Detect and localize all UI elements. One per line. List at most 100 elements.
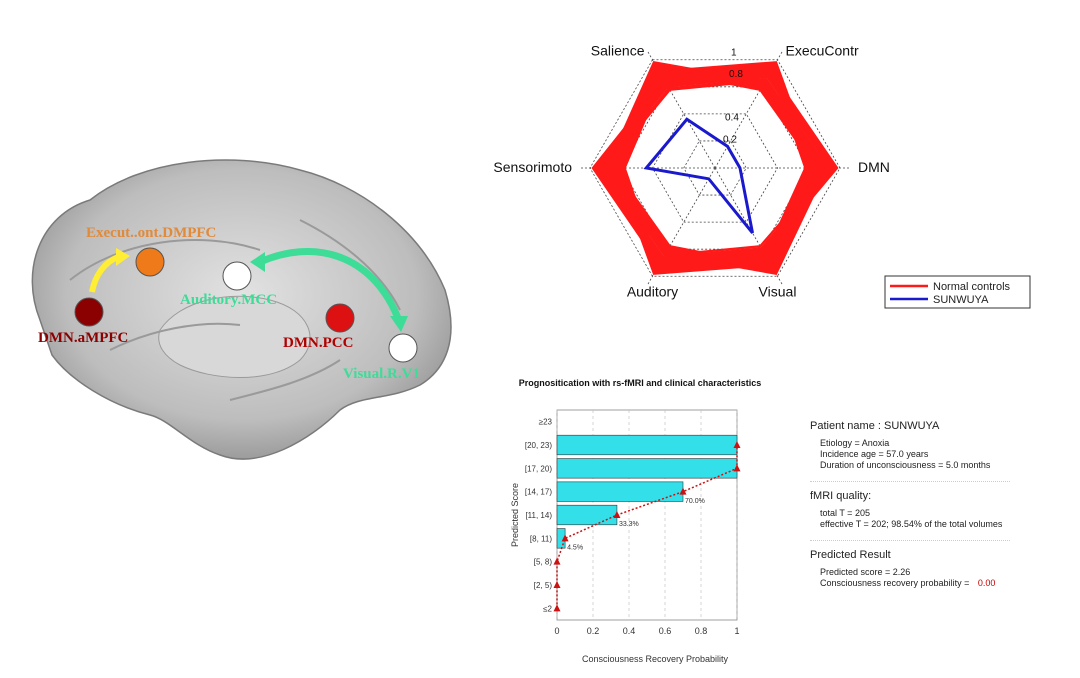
- predicted-score: Predicted score = 2.26: [820, 567, 911, 577]
- recovery-probability: Consciousness recovery probability = 0.0…: [820, 578, 1020, 589]
- divider: [810, 481, 1010, 482]
- radar-radial-tick: 0.4: [725, 113, 739, 124]
- brain-figure: [31, 159, 452, 460]
- radar-legend: Normal controls SUNWUYA: [884, 275, 1031, 309]
- radar-normal-control-line: [618, 63, 814, 272]
- bar-x-tick-label: 0: [554, 626, 559, 636]
- bar-data-label: 70.0%: [685, 498, 705, 505]
- bar-bars: 4.5% 33.3% 70.0%: [556, 434, 738, 552]
- probability-marker: [553, 557, 561, 565]
- bar-x-tick-label: 0.6: [659, 626, 672, 636]
- probability-marker: [561, 534, 569, 542]
- bar-y-tick-label: [8, 11): [530, 534, 552, 543]
- bar-y-tick-label: [5, 8): [534, 558, 553, 567]
- legend-normal-label: Normal controls: [933, 281, 1011, 293]
- radar-grid-ring: [683, 140, 747, 196]
- sulcus-line: [69, 239, 261, 281]
- radar-normal-control-line: [591, 68, 807, 266]
- effective-t: effective T = 202; 98.54% of the total v…: [820, 519, 1003, 529]
- probability-marker: [733, 441, 741, 448]
- bar-y-tick-labels: ≤2 [2, 5) [5, 8) [8, 11) [11, 14) [14, 17) [17…: [525, 418, 553, 614]
- node-auditory-mcc: [222, 261, 252, 291]
- bar-data-label: 33.3%: [619, 521, 639, 528]
- bar-x-tick-label: 1: [734, 626, 739, 636]
- label-executive-dmpfc: Execut..ont.DMPFC: [86, 225, 217, 241]
- node-executive-dmpfc: [135, 247, 165, 277]
- radar-axis-label: Salience: [591, 43, 645, 59]
- bar-y-tick-label: ≤2: [543, 604, 552, 613]
- bar-x-axis-label: Consciousness Recovery Probability: [582, 654, 729, 664]
- radar-normal-control-line: [615, 69, 817, 275]
- radar-axis-label: ExecuContr: [786, 43, 859, 59]
- radar-axis-label: Sensorimoto: [493, 159, 572, 175]
- bar-y-tick-label: ≥23: [539, 418, 553, 427]
- radar-normal-control-line: [594, 71, 837, 263]
- recovery-probability-value: 0.00: [977, 578, 996, 588]
- sulcus-line: [109, 322, 241, 351]
- bar-chart-title: Prognositication with rs-fMRI and clinic…: [519, 378, 762, 388]
- bar-y-axis-label: Predicted Score: [510, 483, 520, 547]
- probability-marker: [553, 581, 561, 588]
- bar-x-tick-label: 0.4: [623, 626, 636, 636]
- sulcus-line: [229, 359, 341, 401]
- radar-radial-tick: 1: [731, 47, 737, 58]
- label-auditory-mcc: Auditory.MCC: [180, 292, 278, 308]
- label-visual-rv1: Visual.R.V1: [343, 366, 420, 382]
- fmri-quality-title: fMRI quality:: [810, 490, 872, 502]
- radar-normal-control-line: [608, 63, 823, 271]
- node-dmn-pcc: [325, 303, 355, 333]
- bar-probability-line: [553, 441, 741, 612]
- yellow-arrow: [89, 254, 120, 293]
- green-arrow-head-right: [390, 316, 408, 332]
- radar-patient: [643, 117, 754, 234]
- divider: [810, 540, 1010, 541]
- bar: [556, 481, 684, 502]
- radar-radial-ticks: 0.2 0.4 0.8 1: [723, 47, 743, 145]
- legend-patient-label: SUNWUYA: [933, 294, 989, 306]
- label-dmn-pcc: DMN.PCC: [283, 335, 354, 351]
- incidence-age: Incidence age = 57.0 years: [820, 449, 929, 459]
- bar: [556, 434, 738, 456]
- bar-y-tick-label: [14, 17): [525, 488, 552, 497]
- bar-y-tick-label: [17, 20): [525, 464, 552, 473]
- total-t: total T = 205: [820, 508, 870, 518]
- prognosis-bar-chart: Prognositication with rs-fMRI and clinic…: [510, 378, 762, 664]
- bar-x-tick-label: 0.2: [587, 626, 600, 636]
- duration: Duration of unconsciousness = 5.0 months: [820, 460, 991, 470]
- yellow-arrow-head: [116, 248, 130, 266]
- radar-axis-label: Visual: [759, 283, 797, 299]
- radar-normal-control-line: [605, 61, 827, 274]
- radar-axis-label: DMN: [858, 159, 890, 175]
- bar-y-tick-label: [11, 14): [525, 511, 552, 520]
- probability-marker: [613, 511, 621, 518]
- bar-y-tick-label: [2, 5): [534, 581, 553, 590]
- bar-y-tick-label: [20, 23): [525, 441, 552, 450]
- radar-normal-controls: [591, 61, 839, 275]
- predicted-result-title: Predicted Result: [810, 549, 891, 561]
- sulcus-line: [299, 219, 401, 311]
- etiology: Etiology = Anoxia: [820, 438, 890, 448]
- radar-axis-label: Auditory: [627, 283, 678, 299]
- bar-data-label: 4.5%: [567, 545, 583, 552]
- radar-normal-control-line: [598, 74, 834, 261]
- node-dmn-ampfc: [74, 297, 104, 327]
- patient-info-panel: Patient name : SUNWUYA Etiology = Anoxia…: [810, 420, 1020, 589]
- green-arrow: [258, 248, 402, 320]
- radar-normal-control-line: [611, 66, 820, 268]
- bar: [556, 458, 738, 479]
- node-visual-rv1: [388, 333, 418, 363]
- radar-normal-control-line: [602, 77, 830, 257]
- probability-marker: [553, 604, 561, 612]
- patient-name: Patient name : SUNWUYA: [810, 420, 940, 432]
- recovery-probability-label: Consciousness recovery probability =: [820, 578, 970, 588]
- probability-marker: [733, 464, 741, 472]
- radar-radial-tick: 0.8: [729, 69, 743, 80]
- probability-marker: [679, 487, 687, 495]
- radar-normal-control-line: [621, 65, 810, 269]
- brain-inner-surface: [158, 295, 311, 378]
- green-arrow-head-left: [250, 252, 265, 272]
- radar-patient-line: [643, 117, 754, 234]
- radar-radial-tick: 0.2: [723, 134, 737, 145]
